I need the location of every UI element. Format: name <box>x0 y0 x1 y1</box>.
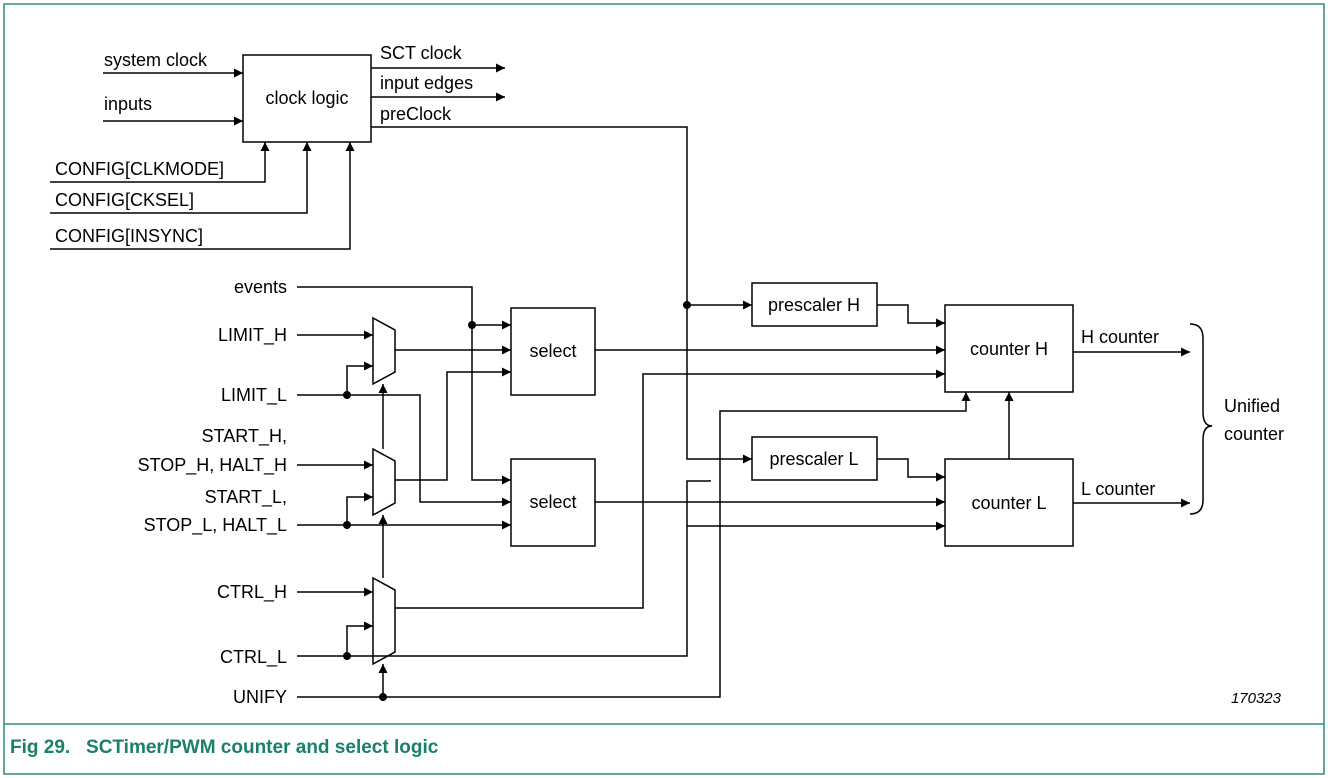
select-section: select select <box>510 307 945 547</box>
limit-l-wire <box>297 394 511 507</box>
mux-ctrl <box>372 576 396 666</box>
select-bottom-block <box>510 458 596 547</box>
unify-label: UNIFY <box>233 687 287 707</box>
prescaler-l-block <box>751 436 878 481</box>
ctrl-l-to-mux-wire <box>346 621 373 656</box>
figure-number: 170323 <box>1231 690 1282 707</box>
config-insync-label: CONFIG[INSYNC] <box>55 226 203 246</box>
config-clkmode-label: CONFIG[CLKMODE] <box>55 159 224 179</box>
prescaler-h-to-counter-h-wire <box>877 304 945 328</box>
start-l-label-line2: STOP_L, HALT_L <box>144 515 287 536</box>
preclock-label: preClock <box>380 104 452 124</box>
unified-label-line1: Unified <box>1224 396 1280 416</box>
events-junction <box>468 321 476 329</box>
mux-start <box>372 447 396 517</box>
mux-ctrl-out-wire <box>395 369 945 609</box>
select-bottom-label: select <box>529 492 576 512</box>
limit-l-to-mux-wire <box>346 361 373 395</box>
preclock-wire <box>371 126 752 464</box>
config-clkmode-wire <box>50 142 270 183</box>
counter-section: prescaler H prescaler L counter H counte… <box>751 282 1284 547</box>
clock-logic-label: clock logic <box>265 88 348 108</box>
select-top-block <box>510 307 596 396</box>
ctrl-l-wire <box>297 480 711 657</box>
events-wire <box>297 286 511 485</box>
limit-l-label: LIMIT_L <box>221 385 287 406</box>
start-h-label-line1: START_H, <box>202 426 287 447</box>
control-section: events LIMIT_H LIMIT_L START_H, STOP_H, … <box>138 277 971 707</box>
figure-caption: Fig 29. SCTimer/PWM counter and select l… <box>10 737 439 758</box>
mux-start-out-wire <box>395 367 511 481</box>
config-cksel-wire <box>50 142 312 214</box>
prescaler-h-label: prescaler H <box>768 295 860 315</box>
l-counter-label: L counter <box>1081 479 1155 499</box>
events-label: events <box>234 277 287 297</box>
prescaler-l-label: prescaler L <box>769 449 858 469</box>
sct-clock-label: SCT clock <box>380 43 463 63</box>
unified-brace <box>1189 323 1213 515</box>
select-top-label: select <box>529 341 576 361</box>
limit-l-junction <box>343 391 351 399</box>
start-h-label-line2: STOP_H, HALT_H <box>138 455 287 476</box>
preclock-junction <box>683 301 691 309</box>
clock-logic-section: clock logic system clock inputs CONFIG[C… <box>50 43 752 464</box>
config-cksel-label: CONFIG[CKSEL] <box>55 190 194 210</box>
unified-label-line2: counter <box>1224 424 1284 444</box>
h-counter-label: H counter <box>1081 327 1159 347</box>
block-diagram: clock logic system clock inputs CONFIG[C… <box>50 43 1284 707</box>
clock-logic-block <box>242 54 372 143</box>
ctrl-l-junction <box>343 652 351 660</box>
input-edges-label: input edges <box>380 73 473 93</box>
counter-l-block <box>944 458 1074 547</box>
start-l-label-line1: START_L, <box>205 487 287 508</box>
start-l-to-mux-wire <box>346 492 373 525</box>
counter-h-block <box>944 304 1074 393</box>
ctrl-l-label: CTRL_L <box>220 647 287 668</box>
start-l-junction <box>343 521 351 529</box>
system-clock-label: system clock <box>104 50 208 70</box>
config-insync-wire <box>50 142 355 250</box>
inputs-label: inputs <box>104 94 152 114</box>
ctrl-h-label: CTRL_H <box>217 582 287 603</box>
counter-h-label: counter H <box>970 339 1048 359</box>
prescaler-l-to-counter-l-wire <box>877 458 945 482</box>
unify-wire <box>297 392 971 698</box>
mux-limit <box>372 316 396 386</box>
limit-h-label: LIMIT_H <box>218 325 287 346</box>
counter-l-label: counter L <box>971 493 1046 513</box>
